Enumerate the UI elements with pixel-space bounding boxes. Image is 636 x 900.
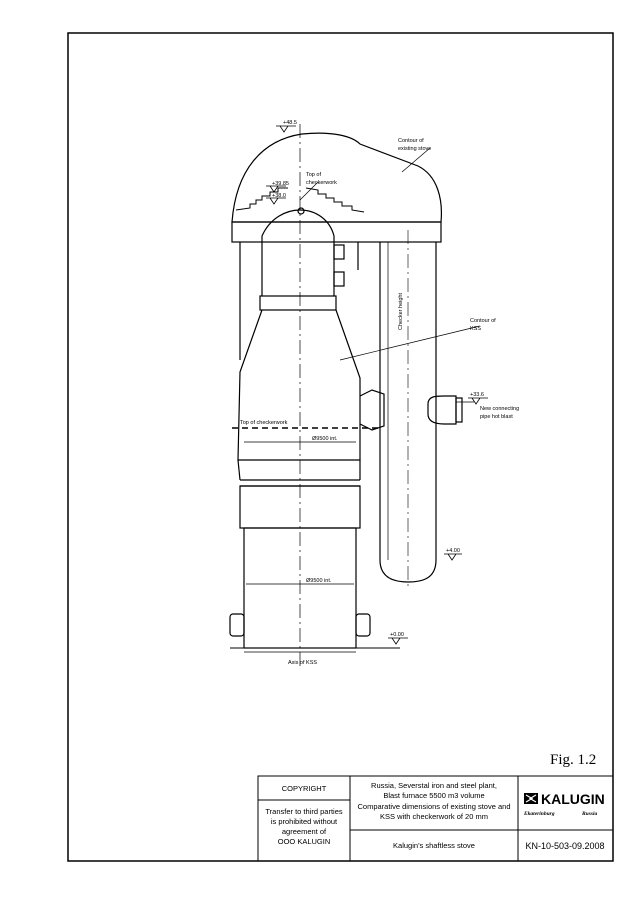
- dome-burner-port: [297, 207, 305, 215]
- label-elev-top: +48.5: [283, 120, 297, 126]
- description-line-4: KSS with checkerwork of 20 mm: [380, 812, 488, 821]
- notice-line-2: is prohibited without: [271, 817, 338, 826]
- figure-label: Fig. 1.2: [550, 752, 596, 768]
- label-top-checkerwork: Top of checkerwork: [240, 420, 288, 426]
- label-elev-dome: +39.85: [272, 181, 289, 187]
- label-contour-existing-2: existing stove: [398, 146, 431, 152]
- existing-stove-ring: [231, 221, 442, 243]
- checker-steps-left: [235, 187, 288, 211]
- label-dia-lower: Ø9500 int.: [306, 578, 332, 584]
- kss-lower-taper: [237, 459, 361, 481]
- kss-dome: [261, 209, 335, 296]
- kss-conical-body: [237, 309, 361, 461]
- checker-steps-right: [305, 187, 365, 213]
- brand-country: Russia: [581, 811, 598, 817]
- notice-line-3: agreement of: [282, 827, 327, 836]
- label-elev-pipe: +33.6: [470, 392, 484, 398]
- elev-marker-pipe: [468, 397, 488, 405]
- side-nozzle-lower: [333, 271, 345, 287]
- label-new-pipe-1: New connecting: [480, 406, 519, 412]
- description-line-1: Russia, Severstal iron and steel plant,: [371, 781, 497, 790]
- kss-neck: [259, 295, 337, 311]
- description-line-2: Blast furnace 5500 m3 volume: [383, 791, 484, 800]
- elev-marker-dome2: [266, 197, 286, 205]
- stove-name: Kalugin's shaftless stove: [393, 841, 475, 850]
- leader-existing: [401, 147, 431, 173]
- elev-marker-top: [276, 125, 296, 133]
- label-new-pipe-2: pipe hot blast: [480, 414, 513, 420]
- leader-kss: [339, 325, 481, 361]
- title-block-text: COPYRIGHT Transfer to third parties is p…: [265, 781, 604, 851]
- label-top-checker-1: Top of: [306, 172, 321, 178]
- notice-line-1: Transfer to third parties: [265, 807, 343, 816]
- logo-mark-glyph: [525, 794, 537, 803]
- description-line-3: Comparative dimensions of existing stove…: [358, 802, 511, 811]
- new-connecting-pipe: [427, 395, 457, 425]
- elev-marker-dome: [266, 185, 286, 193]
- existing-stove-dome: [231, 132, 442, 223]
- title-block: [257, 775, 614, 862]
- existing-combustion-shaft: [379, 242, 437, 583]
- pipe-flange: [455, 397, 463, 423]
- stove-drawing: [229, 124, 488, 668]
- label-contour-kss-2: KSS: [470, 326, 481, 332]
- kalugin-logo: KALUGIN Ekaterinburg Russia: [523, 791, 605, 817]
- label-contour-existing-1: Contour of: [398, 138, 424, 144]
- brand-name: KALUGIN: [541, 791, 605, 807]
- side-nozzle-upper: [333, 244, 345, 260]
- label-contour-kss-1: Contour of: [470, 318, 496, 324]
- label-axis-kss: Axis of KSS: [288, 660, 317, 666]
- label-top-checker-2: checkerwork: [306, 180, 337, 186]
- base-nozzle-right: [355, 613, 371, 637]
- label-dia-upper: Ø9500 int.: [312, 436, 338, 442]
- kss-hot-blast-nozzle: [359, 389, 385, 431]
- elev-marker-ground: [388, 637, 408, 645]
- elev-marker-side: [444, 553, 462, 561]
- copyright-label: COPYRIGHT: [282, 784, 327, 793]
- drawing-annotations: +48.5 +39.85 +38.0 Contour of existing s…: [240, 120, 519, 666]
- label-elev-ground: +0.00: [390, 632, 404, 638]
- drawing-frame: [67, 32, 614, 862]
- brand-city: Ekaterinburg: [523, 811, 555, 817]
- leader-checker-top: [299, 181, 319, 201]
- document-number: KN-10-503-09.2008: [525, 841, 604, 851]
- label-elev-dome2: +38.0: [272, 193, 286, 199]
- base-nozzle-left: [229, 613, 245, 637]
- notice-line-4: OOO KALUGIN: [278, 837, 331, 846]
- label-checker-height: Checker height: [398, 293, 404, 330]
- label-elev-side: +4.00: [446, 548, 460, 554]
